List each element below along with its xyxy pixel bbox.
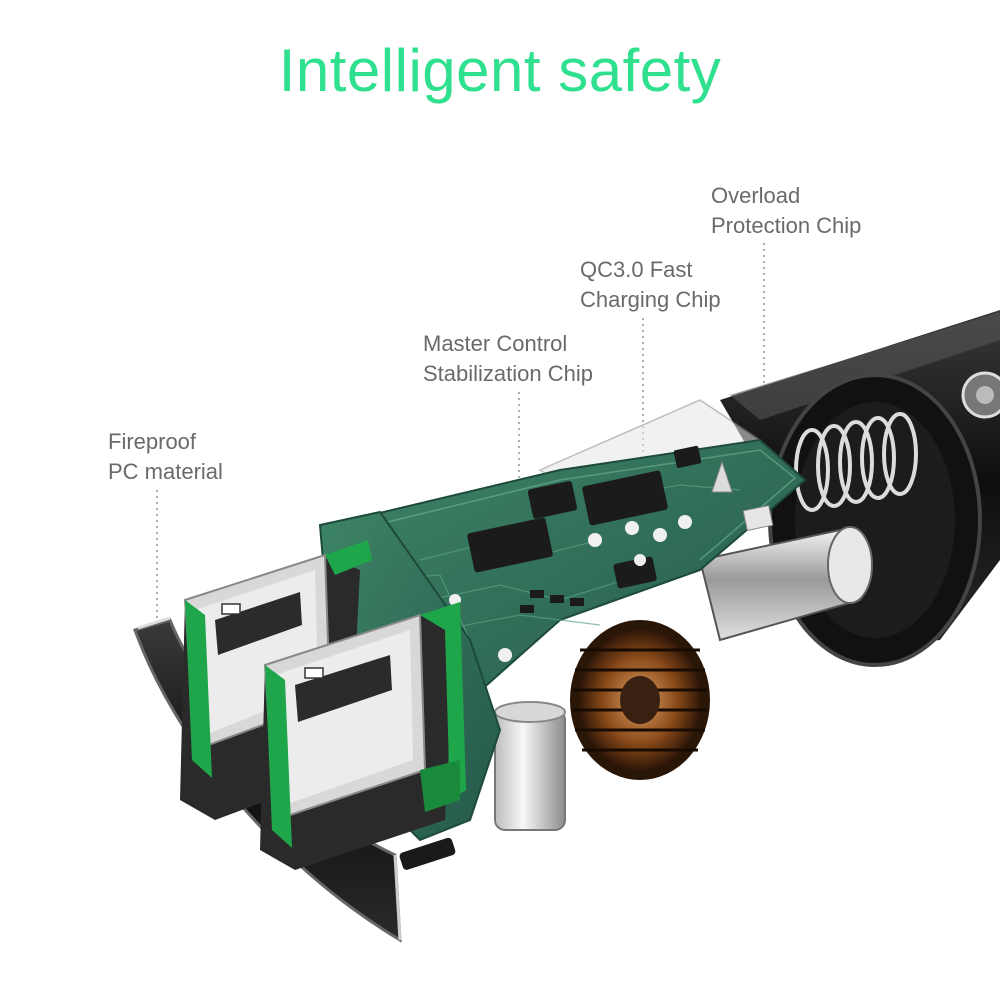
callout-line: Master Control bbox=[423, 331, 568, 356]
callout-fireproof-pc-material: Fireproof PC material bbox=[108, 427, 223, 487]
small-chip bbox=[527, 481, 578, 519]
qc-charging-chip bbox=[582, 470, 668, 526]
callout-line: Fireproof bbox=[108, 429, 197, 454]
small-chip bbox=[613, 556, 657, 589]
callout-line: Stabilization Chip bbox=[423, 361, 593, 386]
capacitor bbox=[494, 701, 566, 831]
callout-line: Protection Chip bbox=[711, 213, 862, 238]
usb-port-bottom bbox=[260, 602, 466, 870]
callout-line: PC material bbox=[108, 459, 223, 484]
master-control-chip bbox=[467, 517, 553, 573]
headline: Intelligent safety bbox=[278, 37, 722, 104]
callout-line: Overload bbox=[711, 183, 801, 208]
callout-master-control-chip: Master Control Stabilization Chip bbox=[423, 329, 593, 389]
callout-line: Charging Chip bbox=[580, 287, 721, 312]
toroid-coil bbox=[570, 620, 710, 780]
callout-qc3-charging-chip: QC3.0 Fast Charging Chip bbox=[580, 255, 721, 315]
callout-overload-protection-chip: Overload Protection Chip bbox=[711, 181, 861, 241]
callout-line: QC3.0 Fast bbox=[580, 257, 693, 282]
spring bbox=[794, 412, 918, 512]
